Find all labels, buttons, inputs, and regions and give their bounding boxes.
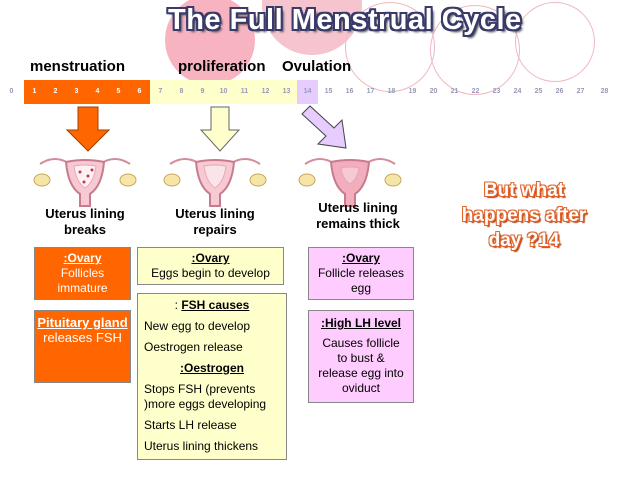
day-cell: 0 [9, 88, 14, 95]
fsh-title: FSH causes [181, 298, 250, 312]
day-cell: 6 [129, 80, 150, 104]
ovary-box-2-text: Eggs begin to develop [151, 266, 270, 280]
day-cell: 1 [24, 80, 45, 104]
day-cell: 11 [234, 80, 255, 104]
day-cell: 28 [600, 88, 609, 95]
day-cell: 9 [192, 80, 213, 104]
fsh-line1: New egg to develop [144, 319, 251, 333]
day-cell: 26 [555, 88, 564, 95]
fsh-box: : FSH causes New egg to develop Oestroge… [137, 293, 287, 460]
uterus-repairs-illustration [163, 158, 267, 207]
uterus-thick-label: Uterus lining remains thick [316, 200, 400, 231]
day-cell: 25 [534, 88, 543, 95]
pituitary-text: releases FSH [43, 330, 122, 345]
day-cell: 17 [366, 88, 375, 95]
phase-label-menstruation: menstruation [30, 58, 126, 75]
day-cell: 8 [171, 80, 192, 104]
day-cell: 13 [276, 80, 297, 104]
day-cell: 4 [87, 80, 108, 104]
day-cell: 2 [45, 80, 66, 104]
fsh-line3: Stops FSH (prevents )more eggs developin… [144, 382, 267, 411]
uterus-thick-illustration [298, 158, 402, 207]
pituitary-box: Pituitary gland releases FSH [34, 310, 131, 383]
phase-label-ovulation: Ovulation [282, 58, 352, 75]
day-cell: 16 [345, 88, 354, 95]
uterus-repairs-label: Uterus lining repairs [175, 206, 255, 237]
fsh-line2: Oestrogen release [144, 340, 243, 354]
lh-box: :High LH level Causes follicle to bust &… [308, 310, 414, 403]
day-cell: 22 [471, 88, 480, 95]
page-title: The Full Menstrual Cycle [168, 4, 522, 36]
bg-circle-pink-large [165, 0, 255, 85]
day-cell: 5 [108, 80, 129, 104]
fsh-line4: Starts LH release [144, 418, 237, 432]
day-cell: 18 [387, 88, 396, 95]
day-cell: 24 [513, 88, 522, 95]
ovary-box-2: :Ovary Eggs begin to develop [137, 247, 284, 285]
day-cell: 7 [150, 80, 171, 104]
day-cell: 27 [576, 88, 585, 95]
pituitary-title: Pituitary gland [37, 315, 128, 330]
day-cell: 19 [408, 88, 417, 95]
ovary-box-3-title: :Ovary [341, 251, 381, 265]
lh-text: Causes follicle to bust & release egg in… [318, 336, 404, 395]
ovary-box-1-text: Follicles immature [57, 266, 108, 295]
phase-label-proliferation: proliferation [178, 58, 266, 75]
day-cell: 3 [66, 80, 87, 104]
ovary-box-3-text: Follicle releases egg [317, 266, 405, 295]
ovary-box-1-title: :Ovary [63, 251, 102, 265]
day-cell: 23 [492, 88, 501, 95]
day-cell: 14 [297, 80, 318, 104]
day-cell: 12 [255, 80, 276, 104]
oestrogen-title: :Oestrogen [179, 361, 244, 375]
ovary-box-2-title: :Ovary [191, 251, 230, 265]
arrow-diagonal-icon-ovulation [301, 105, 347, 149]
day-cell: 10 [213, 80, 234, 104]
fsh-title-row: : FSH causes [144, 298, 280, 313]
bg-circle-outline-3 [515, 2, 595, 82]
question-text: But what happens after day ?14 [461, 180, 587, 251]
uterus-breaks-illustration [33, 158, 137, 207]
fsh-line5: Uterus lining thickens [144, 439, 259, 453]
uterus-breaks-label: Uterus lining breaks [45, 206, 125, 237]
ovary-box-3: :Ovary Follicle releases egg [308, 247, 414, 300]
arrow-down-icon-proliferation [200, 106, 240, 152]
arrow-down-icon-menstruation [66, 106, 110, 152]
ovary-box-1: :Ovary Follicles immature [34, 247, 131, 300]
day-cell: 21 [450, 88, 459, 95]
day-cell: 20 [429, 88, 438, 95]
day-cell: 15 [324, 88, 333, 95]
lh-title: :High LH level [320, 316, 401, 330]
fsh-title-prefix: : [174, 298, 182, 312]
